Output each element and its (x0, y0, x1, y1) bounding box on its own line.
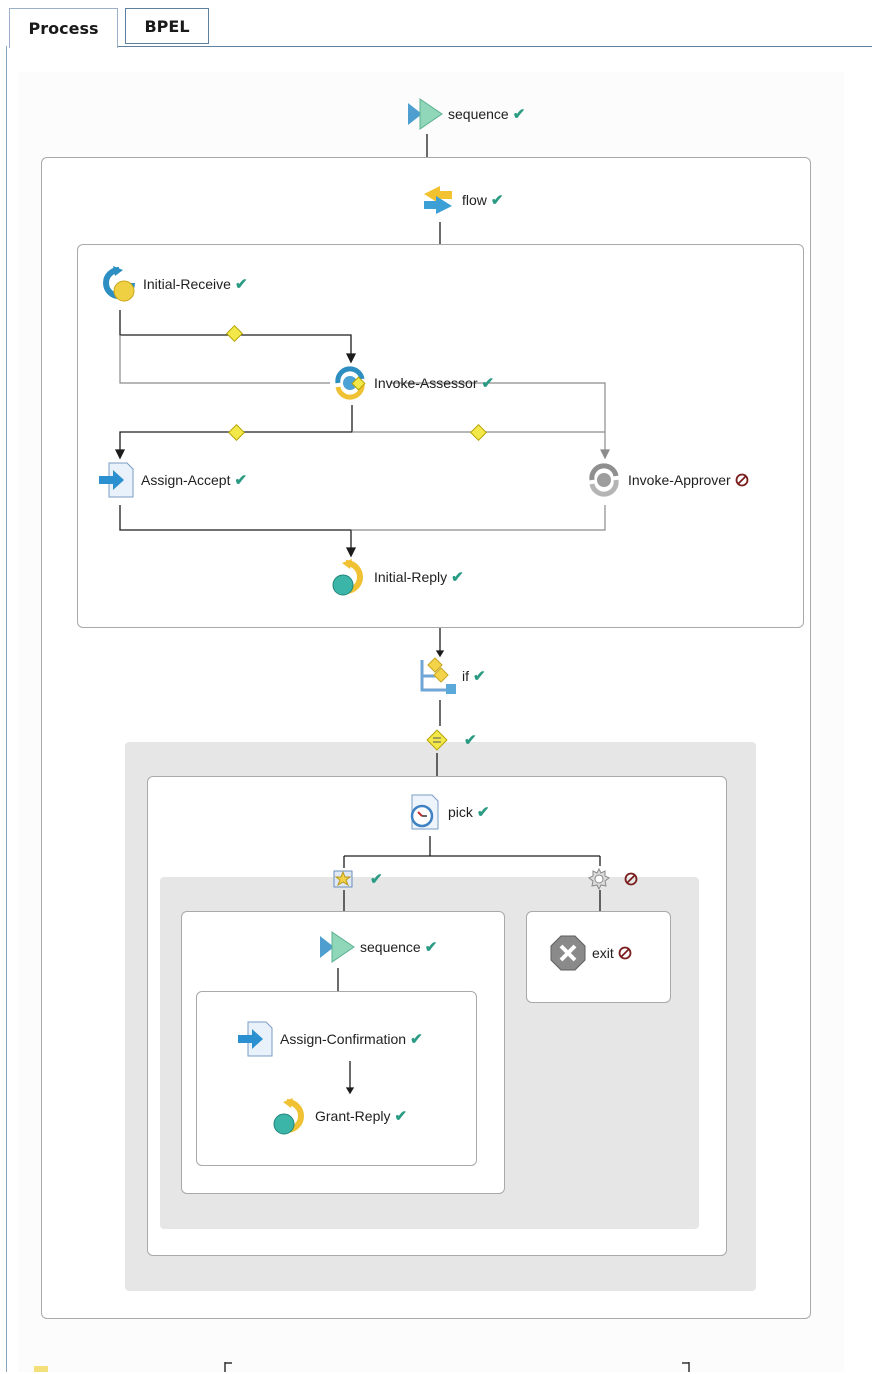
if-condition-node[interactable]: ✔ (422, 726, 477, 754)
reply-icon (330, 557, 370, 597)
invoke-icon (584, 460, 624, 500)
inner-sequence-node[interactable]: sequence ✔ (316, 927, 437, 967)
assign-confirmation-label: Assign-Confirmation (280, 1031, 407, 1047)
tab-process[interactable]: Process (9, 8, 118, 48)
sequence-node[interactable]: sequence ✔ (404, 94, 525, 134)
initial-reply-label: Initial-Reply (374, 569, 448, 585)
assign-confirmation-node[interactable]: Assign-Confirmation ✔ (236, 1019, 423, 1059)
invoke-icon (330, 363, 370, 403)
invoke-assessor-node[interactable]: Invoke-Assessor ✔ (330, 363, 494, 403)
on-message-icon (330, 866, 356, 892)
valid-check-icon: ✔ (410, 1031, 423, 1048)
assign-accept-label: Assign-Accept (141, 472, 231, 488)
assign-icon (236, 1019, 276, 1059)
invoke-approver-label: Invoke-Approver (628, 472, 731, 488)
if-node[interactable]: if ✔ (418, 656, 486, 696)
on-alarm-icon (586, 866, 612, 892)
tab-bar-divider (117, 46, 872, 47)
valid-check-icon: ✔ (451, 569, 464, 586)
flow-node[interactable]: flow ✔ (418, 180, 503, 220)
pick-label: pick (448, 804, 473, 820)
valid-check-icon: ✔ (234, 276, 248, 293)
grant-reply-node[interactable]: Grant-Reply ✔ (271, 1096, 407, 1136)
if-icon (418, 656, 458, 696)
pick-node[interactable]: pick ✔ (404, 792, 489, 832)
valid-check-icon: ✔ (512, 106, 526, 123)
link-condition-diamonds (226, 325, 487, 441)
assign-icon (97, 460, 137, 500)
inner-sequence-label: sequence (360, 939, 421, 955)
tab-bpel[interactable]: BPEL (125, 8, 209, 44)
valid-check-icon: ✔ (476, 804, 490, 821)
disabled-icon (618, 946, 632, 960)
sequence-icon (404, 94, 444, 134)
valid-check-icon: ✔ (464, 732, 477, 749)
flow-container (77, 244, 804, 628)
valid-check-icon: ✔ (370, 871, 383, 888)
initial-reply-node[interactable]: Initial-Reply ✔ (330, 557, 464, 597)
legend-strip (34, 1362, 690, 1372)
if-label: if (462, 668, 469, 684)
flow-icon (418, 180, 458, 220)
valid-check-icon: ✔ (473, 668, 486, 685)
on-alarm-branch[interactable] (586, 866, 638, 892)
exit-icon (548, 933, 588, 973)
sequence-icon (316, 927, 356, 967)
invoke-approver-node[interactable]: Invoke-Approver (584, 460, 749, 500)
valid-check-icon: ✔ (490, 192, 504, 209)
initial-receive-label: Initial-Receive (143, 276, 231, 292)
valid-check-icon: ✔ (481, 375, 495, 392)
valid-check-icon: ✔ (234, 472, 248, 489)
inner-sequence-container (196, 991, 477, 1166)
sequence-label: sequence (448, 106, 509, 122)
valid-check-icon: ✔ (424, 939, 438, 956)
condition-diamond-icon (422, 726, 452, 754)
invoke-assessor-label: Invoke-Assessor (374, 375, 478, 391)
reply-icon (271, 1096, 311, 1136)
on-alarm-container (526, 911, 671, 1003)
flow-label: flow (462, 192, 487, 208)
valid-check-icon: ✔ (394, 1108, 408, 1125)
disabled-icon (624, 872, 638, 886)
exit-node[interactable]: exit (548, 933, 632, 973)
disabled-icon (735, 473, 749, 487)
on-message-branch[interactable]: ✔ (330, 866, 383, 892)
assign-accept-node[interactable]: Assign-Accept ✔ (97, 460, 247, 500)
process-panel (6, 46, 872, 1372)
initial-receive-node[interactable]: Initial-Receive ✔ (99, 264, 248, 304)
pick-icon (404, 792, 444, 832)
receive-icon (99, 264, 139, 304)
exit-label: exit (592, 945, 614, 961)
grant-reply-label: Grant-Reply (315, 1108, 391, 1124)
